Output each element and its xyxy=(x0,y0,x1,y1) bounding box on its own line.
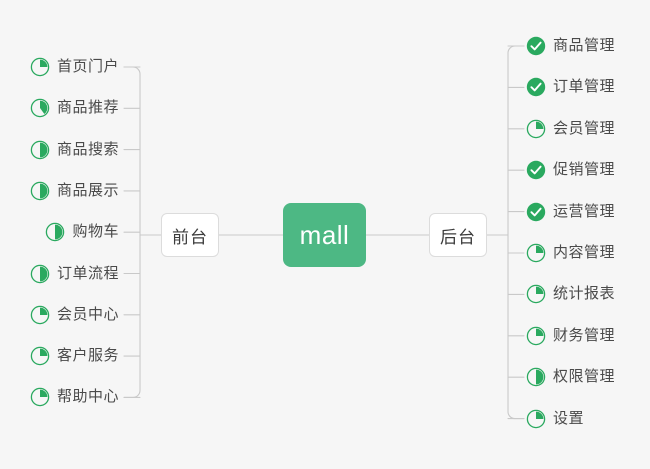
leaf-node-label: 客户服务 xyxy=(56,347,119,365)
pie-progress-icon xyxy=(526,284,546,304)
leaf-node[interactable]: 商品管理 xyxy=(526,33,615,59)
pie-progress-icon xyxy=(30,305,50,325)
leaf-node-label: 权限管理 xyxy=(553,368,616,386)
leaf-node[interactable]: 内容管理 xyxy=(526,240,615,266)
leaf-node-label: 购物车 xyxy=(72,223,119,241)
leaf-node-label: 首页门户 xyxy=(56,58,119,75)
leaf-node[interactable]: 运营管理 xyxy=(526,199,615,225)
leaf-node-label: 会员管理 xyxy=(553,119,616,137)
pie-progress-icon xyxy=(526,243,546,263)
leaf-node[interactable]: 统计报表 xyxy=(526,281,615,307)
branch-node-backend[interactable]: 后台 xyxy=(429,213,487,257)
leaf-node-label: 订单管理 xyxy=(553,78,616,96)
pie-progress-icon xyxy=(526,119,546,139)
pie-progress-icon xyxy=(526,409,546,429)
leaf-node[interactable]: 客户服务 xyxy=(30,343,119,369)
branch-node-label: 后台 xyxy=(440,227,476,247)
leaf-node-label: 运营管理 xyxy=(553,202,616,220)
pie-progress-icon xyxy=(30,387,50,407)
leaf-node-label: 商品搜索 xyxy=(56,140,119,158)
check-circle-icon xyxy=(526,77,546,97)
leaf-node[interactable]: 会员管理 xyxy=(526,116,615,142)
leaf-node[interactable]: 购物车 xyxy=(45,219,119,245)
leaf-node[interactable]: 权限管理 xyxy=(526,364,615,390)
leaf-node-label: 促销管理 xyxy=(553,161,616,179)
check-circle-icon xyxy=(526,36,546,56)
leaf-node[interactable]: 首页门户 xyxy=(30,54,119,80)
leaf-node-label: 商品管理 xyxy=(553,37,616,54)
leaf-node[interactable]: 商品推荐 xyxy=(30,95,119,121)
pie-progress-icon xyxy=(30,140,50,160)
pie-progress-icon xyxy=(526,326,546,346)
branch-node-frontend[interactable]: 前台 xyxy=(161,213,219,257)
leaf-node-label: 财务管理 xyxy=(553,326,616,344)
leaf-node-label: 商品推荐 xyxy=(56,99,119,117)
leaf-node-label: 订单流程 xyxy=(56,264,119,282)
pie-progress-icon xyxy=(30,98,50,118)
leaf-node[interactable]: 促销管理 xyxy=(526,157,615,183)
pie-progress-icon xyxy=(30,181,50,201)
leaf-node[interactable]: 商品展示 xyxy=(30,178,119,204)
check-circle-icon xyxy=(526,202,546,222)
leaf-node[interactable]: 商品搜索 xyxy=(30,137,119,163)
leaf-node-label: 内容管理 xyxy=(553,244,616,261)
leaf-node-label: 统计报表 xyxy=(553,285,616,303)
branch-node-label: 前台 xyxy=(172,227,208,247)
leaf-node-label: 商品展示 xyxy=(56,181,119,199)
root-node-mall[interactable]: mall xyxy=(283,203,366,267)
leaf-node[interactable]: 设置 xyxy=(526,406,584,432)
leaf-node[interactable]: 会员中心 xyxy=(30,302,119,328)
leaf-node[interactable]: 订单流程 xyxy=(30,261,119,287)
leaf-node-label: 设置 xyxy=(553,409,585,427)
leaf-node[interactable]: 财务管理 xyxy=(526,323,615,349)
pie-progress-icon xyxy=(526,367,546,387)
pie-progress-icon xyxy=(30,346,50,366)
pie-progress-icon xyxy=(30,57,50,77)
leaf-node[interactable]: 帮助中心 xyxy=(30,384,119,410)
root-node-label: mall xyxy=(299,219,350,250)
pie-progress-icon xyxy=(30,264,50,284)
leaf-node[interactable]: 订单管理 xyxy=(526,74,615,100)
check-circle-icon xyxy=(526,160,546,180)
pie-progress-icon xyxy=(45,222,65,242)
leaf-node-label: 会员中心 xyxy=(56,305,119,323)
leaf-node-label: 帮助中心 xyxy=(56,388,119,406)
